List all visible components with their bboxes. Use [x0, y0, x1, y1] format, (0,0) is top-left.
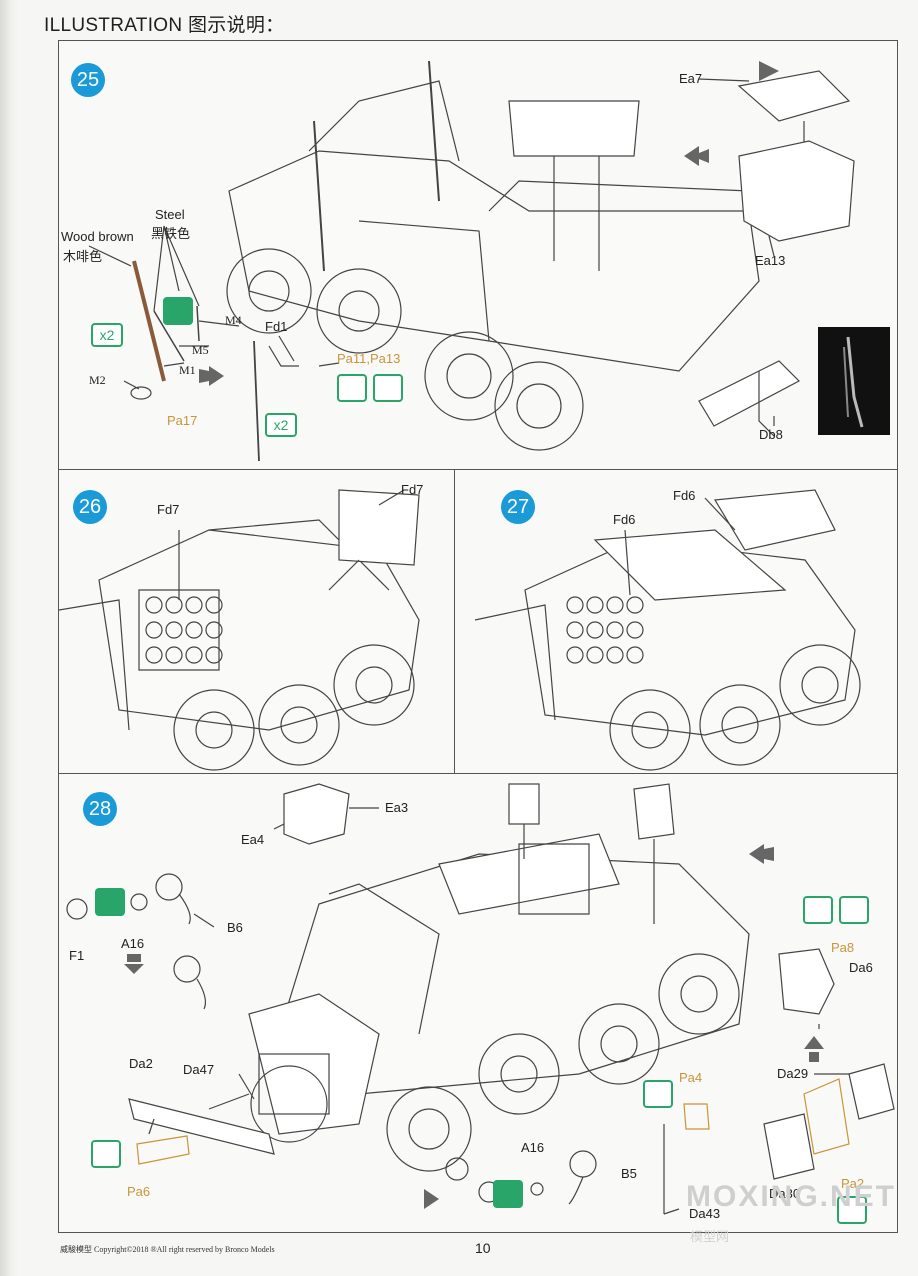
paint-icon — [643, 1080, 673, 1108]
step-26-panel: 26 Fd7 Fd7 — [58, 469, 455, 774]
part-ea4-label: Ea4 — [241, 832, 265, 847]
step-27-drawing — [474, 489, 861, 771]
fold-down-icon — [337, 374, 367, 402]
binder-edge — [0, 0, 18, 1276]
copyright-footer: 威駿模型 Copyright©2018 ®All right reserved … — [60, 1245, 275, 1254]
part-m4-label: M4 — [225, 313, 242, 327]
part-ea13-label: Ea13 — [755, 253, 786, 268]
step-28-drawing — [66, 783, 895, 1215]
watermark: MOXING.NET — [686, 1180, 897, 1213]
step-26-drawing — [59, 489, 420, 771]
page-title: ILLUSTRATION 图示说明： — [44, 15, 285, 36]
part-m2-label: M2 — [89, 373, 106, 387]
part-da6-label: Da6 — [849, 960, 873, 975]
part-pa2-label: Pa2 — [841, 1176, 865, 1191]
part-m5-label: M5 — [192, 343, 209, 357]
part-da30-label: Da30 — [769, 1186, 801, 1201]
paint-icon — [91, 1140, 121, 1168]
step-25-drawing — [88, 60, 855, 462]
part-pa11-pa13-label: Pa11,Pa13 — [337, 351, 401, 366]
part-fd1-label: Fd1 — [265, 319, 288, 334]
part-fd6-label: Fd6 — [673, 488, 696, 503]
cement-icon — [95, 888, 125, 916]
part-ea3-label: Ea3 — [385, 800, 409, 815]
step-27-panel: 27 Fd6 Fd6 — [454, 469, 898, 774]
paint-icon — [373, 374, 403, 402]
step-28-panel: 28 — [58, 773, 898, 1233]
arrow-right-icon — [199, 366, 224, 386]
cement-icon — [163, 297, 193, 325]
step-25-panel: 25 — [58, 40, 898, 470]
part-ea7-label: Ea7 — [679, 71, 703, 86]
paint-icon — [839, 896, 869, 924]
part-pa6-label: Pa6 — [127, 1184, 151, 1199]
reference-photo — [818, 327, 890, 435]
wood-brown-label: Wood brown — [61, 229, 134, 244]
arrow-left-icon — [684, 146, 709, 166]
steel-cn-label: 黑铁色 — [151, 226, 191, 241]
quantity-badge: x2 — [91, 323, 123, 347]
part-pa8-label: Pa8 — [831, 940, 855, 955]
part-da29-label: Da29 — [777, 1066, 809, 1081]
part-da2-label: Da2 — [129, 1056, 153, 1071]
part-a16-label: A16 — [521, 1140, 545, 1155]
fold-down-icon — [803, 896, 833, 924]
part-b5-label: B5 — [621, 1166, 637, 1181]
step-number-badge: 25 — [71, 63, 105, 97]
part-pa17-label: Pa17 — [167, 413, 198, 428]
step-number-badge: 28 — [83, 792, 117, 826]
cement-icon — [493, 1180, 523, 1208]
part-fd7-label: Fd7 — [401, 482, 424, 497]
part-m1-label: M1 — [179, 363, 196, 377]
part-pa4-label: Pa4 — [679, 1070, 703, 1085]
part-da43-label: Da43 — [689, 1206, 721, 1221]
part-f1-label: F1 — [69, 948, 85, 963]
quantity-badge: x2 — [265, 413, 297, 437]
page-number: 10 — [475, 1240, 491, 1256]
watermark-cn: 模型网 — [690, 1229, 730, 1244]
step-number-badge: 27 — [501, 490, 535, 524]
part-b6-label: B6 — [227, 920, 243, 935]
part-da47-label: Da47 — [183, 1062, 215, 1077]
paint-icon — [837, 1196, 867, 1224]
steel-label: Steel — [155, 207, 185, 222]
part-a16-label: A16 — [121, 936, 145, 951]
part-db8-label: Db8 — [759, 427, 783, 442]
part-fd6-label: Fd6 — [613, 512, 636, 527]
part-fd7-label: Fd7 — [157, 502, 180, 517]
step-number-badge: 26 — [73, 490, 107, 524]
wood-brown-cn-label: 木啡色 — [63, 249, 103, 264]
